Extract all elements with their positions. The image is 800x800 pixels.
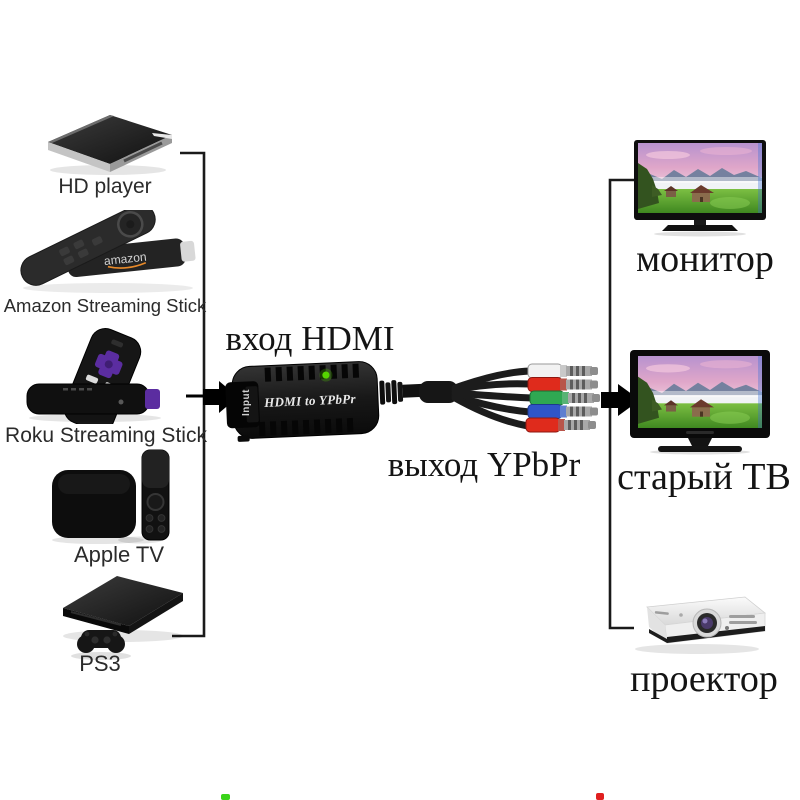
cropped-text-fragment-green	[221, 794, 230, 800]
amazon-streaming-stick-image: amazon	[20, 210, 196, 293]
right-arrow-icon	[601, 384, 640, 416]
hdmi-converter-image	[225, 361, 425, 442]
converter-port-label: Input	[240, 388, 252, 416]
amazon-logo-text: amazon	[103, 250, 147, 268]
rca-plug-white	[527, 363, 598, 379]
left-arrow-icon	[203, 381, 238, 413]
projector-vents	[654, 611, 757, 624]
cropped-text-fragment-red	[596, 793, 604, 800]
ps3-image	[63, 576, 183, 660]
source-label-amazon-streaming-stick: Amazon Streaming Stick	[3, 295, 207, 316]
old-tv-image	[630, 350, 770, 455]
projector-lens	[692, 608, 722, 638]
output-label-old-tv: старый ТВ	[617, 456, 791, 498]
converter-bottom-ribs	[258, 417, 354, 437]
output-label-projector: проектор	[630, 658, 778, 700]
source-label-hd-player: HD player	[58, 175, 152, 198]
rca-plug-green-y	[529, 390, 600, 406]
source-label-roku-streaming-stick: Roku Streaming Stick	[5, 424, 207, 447]
input-caption: вход HDMI	[225, 319, 395, 358]
hd-player-image	[48, 115, 172, 175]
rca-plug-blue-pb	[527, 404, 598, 419]
output-label-monitor: монитор	[636, 238, 774, 280]
apple-tv-image	[52, 449, 170, 544]
source-label-ps3: PS3	[79, 651, 121, 676]
source-label-apple-tv: Apple TV	[73, 542, 165, 567]
projector-image	[635, 596, 766, 654]
monitor-image	[634, 140, 766, 237]
component-cable-image	[419, 367, 536, 430]
ps3-controller	[77, 630, 125, 653]
power-led	[322, 371, 330, 379]
rca-plug-red-pr	[525, 417, 596, 433]
rca-plug-red-audio	[527, 377, 598, 392]
roku-streaming-stick-image	[26, 328, 161, 424]
output-caption: выход YPbPr	[387, 445, 581, 484]
